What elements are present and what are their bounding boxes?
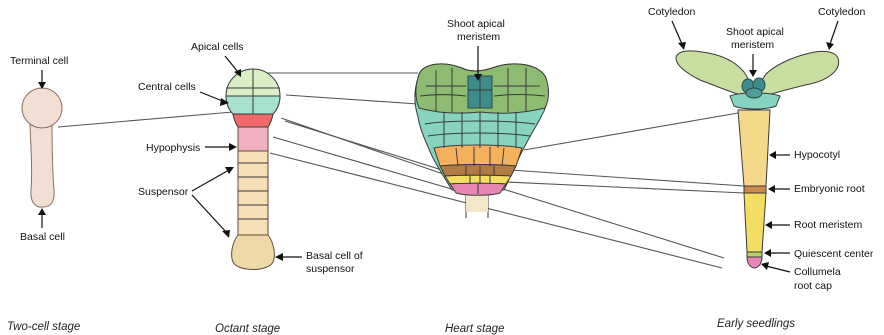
columella-label-group: Collumela root cap (761, 262, 841, 292)
stage-caption-two-cell: Two-cell stage (7, 321, 80, 333)
cotyledon-left-arrowhead (678, 42, 686, 50)
cotyledon-right-shape (760, 51, 838, 96)
hypophysis-label: Hypophysis (146, 142, 200, 154)
suspensor-arrow-upper (192, 170, 229, 191)
cotyledon-right-arrowhead (826, 42, 834, 50)
basal-cell-label: Basal cell (20, 231, 65, 243)
central-cells-label-group: Central cells (138, 81, 229, 106)
suspensor-label: Suspensor (138, 186, 189, 198)
columella-arrow (766, 266, 790, 272)
connector-line (286, 95, 418, 104)
seedling-shoot-apical-label-line1: Shoot apical (726, 26, 784, 38)
heart-orange-band (434, 145, 522, 166)
embryonic-root-label: Embryonic root (794, 183, 865, 195)
hypocotyl-label: Hypocotyl (794, 149, 840, 161)
suspensor-arrowhead-upper (225, 167, 234, 174)
hypocotyl-arrowhead (769, 151, 776, 159)
hypocotyl-label-group: Hypocotyl (769, 149, 840, 161)
basal-cell-label-group: Basal cell (20, 208, 65, 243)
root-meristem-arrowhead (765, 221, 772, 229)
columella-root-cap-shape (747, 257, 762, 268)
suspensor-label-group: Suspensor (138, 167, 234, 238)
central-cells-label: Central cells (138, 81, 196, 93)
seedling-meristem-base (746, 88, 762, 98)
stage-caption-heart: Heart stage (445, 323, 504, 335)
hypophysis-red-band (233, 114, 273, 127)
quiescent-center-arrowhead (764, 249, 771, 257)
embryonic-root-arrowhead (768, 185, 775, 193)
stage-caption-seedling: Early seedlings (717, 318, 795, 330)
terminal-cell-shape (22, 88, 62, 128)
stage-caption-octant: Octant stage (215, 323, 280, 335)
basal-cell-of-suspensor-label-group: Basal cell of suspensor (275, 250, 363, 275)
hypophysis-lower-shape (238, 126, 268, 151)
basal-cell-of-suspensor-label-line2: suspensor (306, 263, 355, 275)
two-cell-embryo (22, 88, 62, 207)
basal-cell-of-suspensor-label-line1: Basal cell of (306, 250, 363, 262)
hypocotyl-shape (738, 110, 770, 186)
cotyledon-right-label: Cotyledon (818, 6, 865, 18)
suspensor-arrowhead-lower (222, 230, 230, 238)
cotyledon-right-label-group: Cotyledon (818, 6, 865, 50)
basal-cell-of-suspensor-arrowhead (275, 253, 283, 261)
cotyledon-left-label-group: Cotyledon (648, 6, 695, 50)
terminal-cell-label: Terminal cell (10, 55, 68, 67)
quiescent-center-label: Quiescent center (794, 248, 874, 260)
basal-cell-shape (30, 120, 54, 207)
embryonic-root-band (744, 186, 766, 193)
seedling-meristem-arrowhead (749, 70, 757, 77)
root-meristem-label-group: Root meristem (765, 219, 863, 231)
basal-cell-arrowhead (38, 208, 46, 215)
heart-brown-band (440, 165, 516, 177)
connector-line (58, 112, 233, 127)
columella-label-line2: root cap (794, 280, 832, 292)
hypophysis-label-group: Hypophysis (146, 142, 237, 154)
connector-line (524, 113, 738, 150)
apical-cells-label: Apical cells (191, 41, 244, 53)
apical-cells-label-group: Apical cells (191, 41, 244, 77)
stage-connector-lines (58, 73, 744, 268)
quiescent-center-shape (747, 252, 762, 257)
terminal-cell-label-group: Terminal cell (10, 55, 68, 89)
columella-arrowhead (761, 262, 769, 270)
hypophysis-arrowhead (229, 143, 237, 151)
cotyledon-left-label: Cotyledon (648, 6, 695, 18)
heart-shoot-apical-label-line2: meristem (457, 31, 500, 43)
apical-cells-arrow (225, 56, 238, 72)
cotyledon-left-shape (676, 51, 750, 96)
root-meristem-label: Root meristem (794, 219, 863, 231)
suspensor-arrow-lower (192, 195, 227, 233)
cotyledon-left-arrow (672, 21, 682, 44)
octant-embryo (226, 69, 280, 270)
basal-cell-of-suspensor-shape (232, 235, 275, 270)
embryonic-root-label-group: Embryonic root (768, 183, 865, 195)
quiescent-center-label-group: Quiescent center (764, 248, 874, 260)
root-shape (744, 193, 766, 252)
heart-shoot-apical-label-line1: Shoot apical (447, 18, 505, 30)
seedling-shoot-apical-label-line2: meristem (731, 39, 774, 51)
cotyledon-right-arrow (830, 21, 838, 44)
columella-label-line1: Collumela (794, 266, 841, 278)
